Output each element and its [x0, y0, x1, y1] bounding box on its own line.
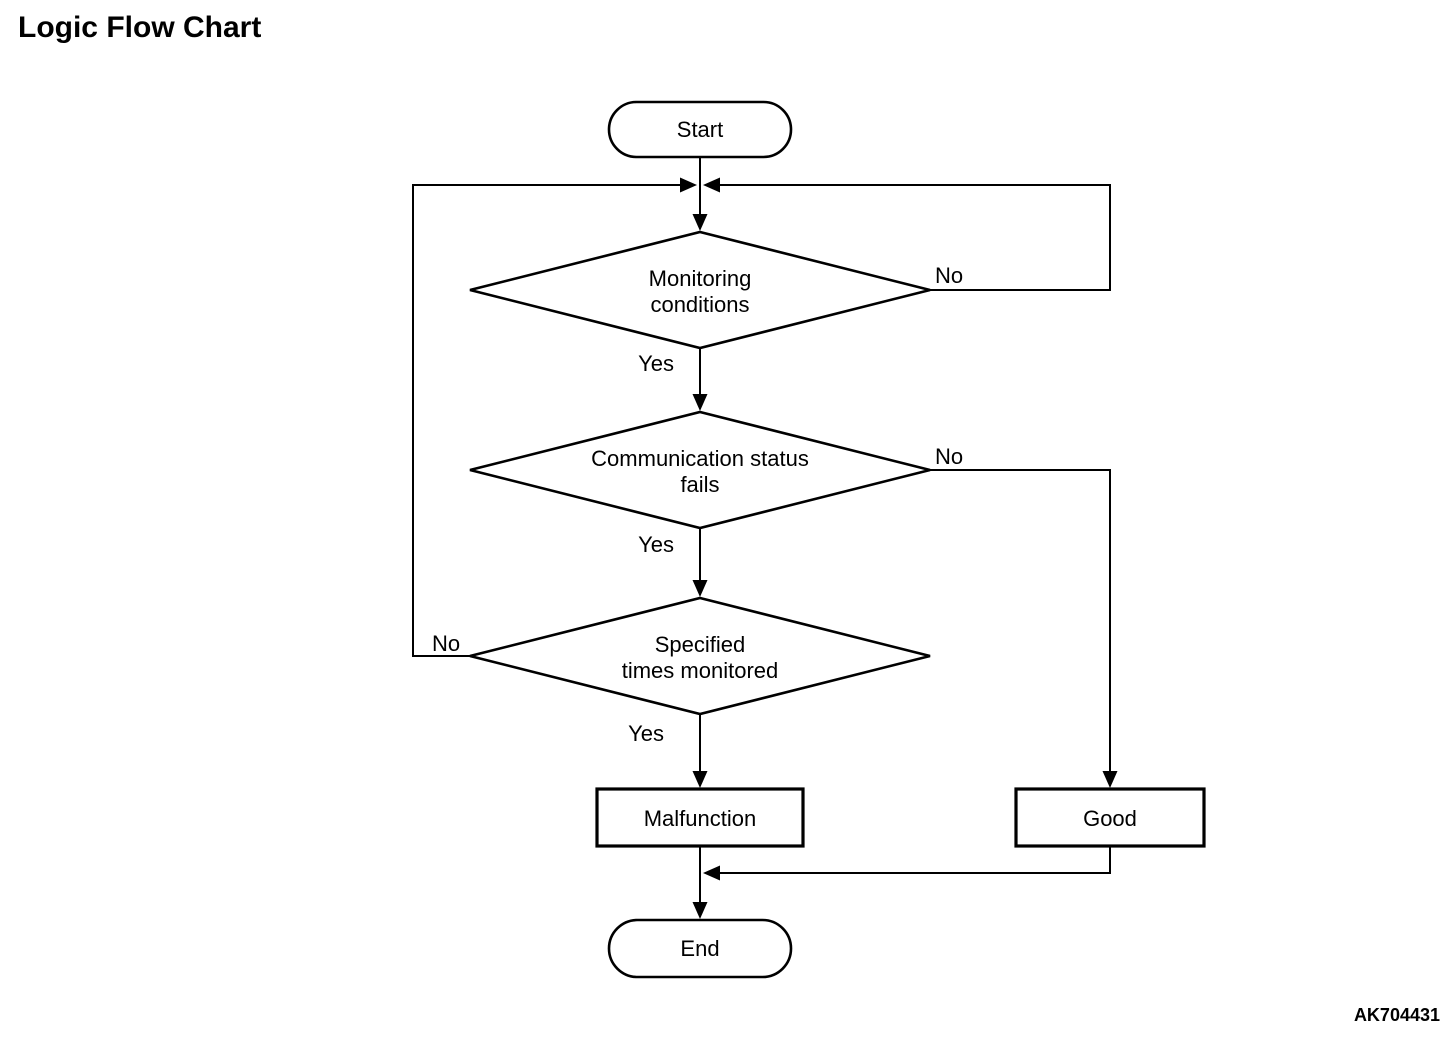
communication-label-line2: fails [680, 472, 719, 497]
specified-no-label: No [432, 631, 460, 656]
edge-good-to-merge [720, 846, 1111, 874]
edge-loop-left-specified-no [412, 184, 681, 657]
edge-communication-no-to-good [930, 469, 1111, 773]
arrowhead-into-communication-icon [692, 394, 708, 411]
arrowhead-merge-left-icon [703, 865, 720, 881]
flowchart-edges [412, 157, 1111, 904]
malfunction-process-shape [595, 787, 805, 848]
flowchart-arrowheads [680, 177, 1118, 919]
flowchart-node-labels: Start Monitoring conditions Communicatio… [591, 117, 1137, 961]
edge-loop-right-monitoring-no [720, 184, 1111, 291]
communication-label-line1: Communication status [591, 446, 809, 471]
communication-decision-shape [469, 410, 931, 530]
arrowhead-into-good-icon [1102, 771, 1118, 788]
arrowhead-junction-left-icon [703, 177, 720, 193]
end-label: End [680, 936, 719, 961]
flowchart-nodes [469, 100, 1206, 979]
good-label: Good [1083, 806, 1137, 831]
communication-no-label: No [935, 444, 963, 469]
end-terminator-shape [607, 918, 793, 979]
specified-decision-shape [469, 596, 931, 716]
page-title: Logic Flow Chart [18, 11, 262, 44]
arrowhead-into-monitoring-icon [692, 214, 708, 231]
arrowhead-into-malfunction-icon [692, 771, 708, 788]
monitoring-label-line1: Monitoring [649, 266, 752, 291]
figure-code: AK704431 [1353, 1005, 1440, 1025]
start-terminator-shape [607, 100, 793, 159]
flowchart-edge-labels: Yes No Yes No Yes No [432, 263, 963, 746]
monitoring-label-line2: conditions [650, 292, 749, 317]
arrowhead-junction-right-icon [680, 177, 697, 193]
monitoring-no-label: No [935, 263, 963, 288]
good-process-shape [1014, 787, 1206, 848]
start-label: Start [677, 117, 723, 142]
specified-label-line2: times monitored [622, 658, 779, 683]
monitoring-yes-label: Yes [638, 351, 674, 376]
specified-yes-label: Yes [628, 721, 664, 746]
specified-label-line1: Specified [655, 632, 746, 657]
communication-yes-label: Yes [638, 532, 674, 557]
arrowhead-into-specified-icon [692, 580, 708, 597]
malfunction-label: Malfunction [644, 806, 757, 831]
arrowhead-into-end-icon [692, 902, 708, 919]
monitoring-decision-shape [469, 230, 931, 350]
